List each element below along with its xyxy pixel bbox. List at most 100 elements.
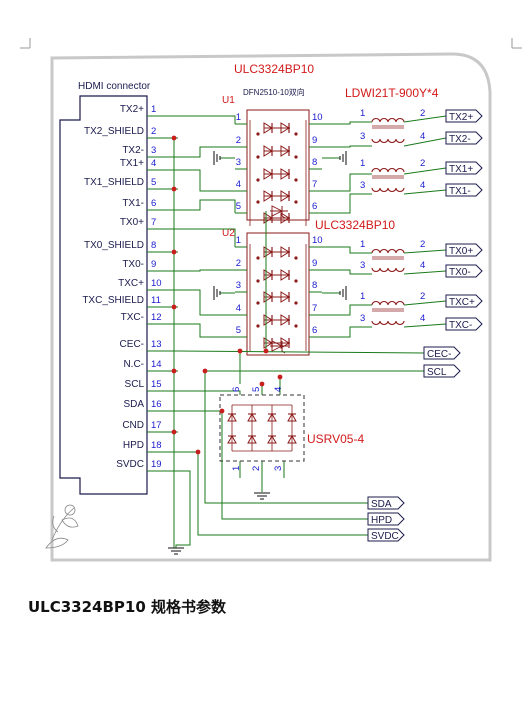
usrv-part: USRV05-4 xyxy=(307,432,364,446)
junction-node xyxy=(195,449,201,455)
diode-pair xyxy=(263,212,291,224)
chip-pin-left: 2 xyxy=(236,258,241,269)
diode-pair xyxy=(263,246,291,258)
pin-number: 10 xyxy=(151,278,162,289)
choke-pin: 3 xyxy=(360,313,365,324)
usrv-pin-top: 4 xyxy=(273,387,284,392)
choke-pin: 4 xyxy=(420,260,425,271)
chip-pin-right: 9 xyxy=(312,258,317,269)
port-label: SCL xyxy=(427,367,447,378)
pin-number: 18 xyxy=(151,440,162,451)
chip-pin-right: 10 xyxy=(312,235,323,246)
chip-node xyxy=(294,279,298,283)
choke-pin: 4 xyxy=(420,313,425,324)
chip-u1: U1 ULC3324BP10 DFN2510-10双向 xyxy=(222,62,314,221)
chip-pin-right: 10 xyxy=(312,112,323,123)
pin-name: TX2- xyxy=(122,145,144,156)
pin-name: TX2+ xyxy=(120,104,144,115)
junction-node xyxy=(171,368,177,374)
tvs-diode xyxy=(281,206,286,219)
chip-node xyxy=(294,155,298,159)
junction-node xyxy=(263,348,269,354)
wire xyxy=(178,228,236,247)
wire xyxy=(322,304,372,316)
chip-pin-right: 7 xyxy=(312,179,317,190)
pin-number: 2 xyxy=(151,126,156,137)
wire xyxy=(178,323,235,338)
choke-winding xyxy=(371,248,405,254)
pin-number: 16 xyxy=(151,399,162,410)
chip-pin-left: 3 xyxy=(236,157,241,168)
chip-node xyxy=(256,256,260,260)
pin-name: TX0- xyxy=(122,259,144,270)
chip-node xyxy=(294,256,298,260)
usrv-pin-bottom: 1 xyxy=(231,466,242,471)
pin-name: CND xyxy=(122,420,144,431)
pin-number: 13 xyxy=(151,339,162,350)
pin-name: TX1+ xyxy=(120,158,144,169)
wire xyxy=(322,145,372,148)
junction-node xyxy=(171,186,177,192)
wire xyxy=(403,300,447,306)
port-box xyxy=(445,183,483,197)
chip-pin-right: 6 xyxy=(312,325,317,336)
choke-pin: 3 xyxy=(360,131,365,142)
junction-node xyxy=(259,381,265,387)
chip-u2: U2 ULC3324BP10 xyxy=(222,218,395,356)
junction-node xyxy=(277,374,283,380)
wire xyxy=(403,270,447,275)
pin-name: SDA xyxy=(123,399,144,410)
wire xyxy=(175,470,191,548)
chip-node xyxy=(294,132,298,136)
usrv-pin-top: 5 xyxy=(251,387,262,392)
wire xyxy=(178,146,235,158)
choke-pin: 2 xyxy=(420,291,425,302)
u2-ref: U2 xyxy=(222,228,235,239)
output-ports: TX2+TX2-TX1+TX1-TX0+TX0-TXC+TXC-CEC-SCLS… xyxy=(367,109,483,542)
port-label: SDA xyxy=(371,499,392,510)
pin-name: HPD xyxy=(123,440,144,451)
wire xyxy=(403,137,447,147)
junction-nodes xyxy=(171,135,283,455)
diode-pair xyxy=(263,168,291,180)
wire xyxy=(178,390,241,395)
junction-node xyxy=(237,348,243,354)
port-box xyxy=(445,294,483,308)
choke-pin: 4 xyxy=(420,131,425,142)
wire xyxy=(403,167,447,175)
wire xyxy=(178,199,236,213)
chip-node xyxy=(256,279,260,283)
pin-name: TX0_SHIELD xyxy=(84,240,144,251)
port-box xyxy=(445,131,483,145)
pin-name: TX0+ xyxy=(120,217,144,228)
chip-pin-left: 1 xyxy=(236,235,241,246)
wire xyxy=(178,115,236,124)
wire xyxy=(403,249,447,254)
choke-winding xyxy=(371,300,405,306)
port-box xyxy=(445,317,483,331)
chip-node xyxy=(256,155,260,159)
junction-node xyxy=(171,135,177,141)
wire xyxy=(322,326,372,338)
wire xyxy=(322,246,372,254)
diode-pair xyxy=(263,269,291,281)
wire xyxy=(322,173,372,192)
chip-node xyxy=(256,178,260,182)
choke-winding xyxy=(371,187,405,193)
tvs-diode xyxy=(271,340,284,352)
diode-pair xyxy=(263,291,291,303)
port-label: TX2+ xyxy=(449,112,473,123)
port-box xyxy=(423,364,461,378)
port-box xyxy=(445,243,483,257)
pin-name: TX1_SHIELD xyxy=(84,177,144,188)
pin-number: 1 xyxy=(151,104,156,115)
chip-node xyxy=(294,301,298,305)
wire xyxy=(178,169,235,192)
diode-pair xyxy=(263,314,291,326)
port-label: CEC- xyxy=(427,349,451,360)
